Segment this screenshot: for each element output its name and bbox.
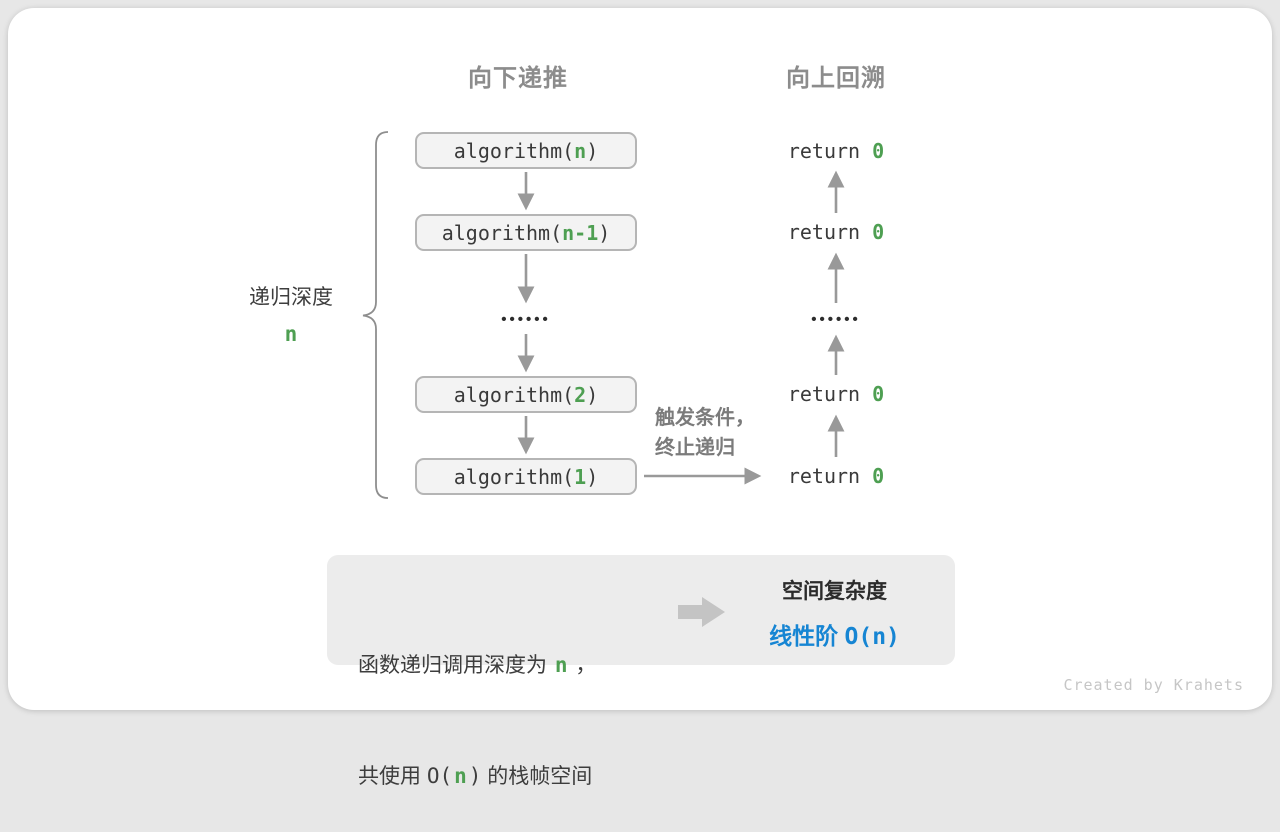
code-text: algorithm(: [441, 220, 563, 245]
code-text: return: [787, 464, 873, 488]
return-value: 0: [872, 220, 885, 244]
call-box-n: algorithm(n): [415, 132, 637, 169]
return-value: 0: [872, 139, 885, 163]
code-text: return: [787, 139, 873, 163]
header-recurse-down: 向下递推: [468, 65, 568, 92]
ellipsis-left: ••••••: [501, 311, 551, 328]
credit-text: Created by Krahets: [1063, 676, 1244, 694]
code-arg: 2: [574, 382, 587, 407]
summary-arg: n: [454, 764, 467, 788]
call-box-n-1: algorithm(n-1): [415, 214, 637, 251]
code-text: return: [787, 382, 873, 406]
header-backtrack-up: 向上回溯: [786, 65, 886, 92]
summary-code: ): [468, 764, 482, 788]
return-line: return 0: [746, 464, 926, 488]
implies-arrow-icon: [678, 597, 725, 627]
call-box-1: algorithm(1): [415, 458, 637, 495]
depth-label: 递归深度 n: [216, 283, 366, 349]
summary-line1: 函数递归调用深度为 n ，: [358, 647, 596, 684]
depth-value: n: [284, 322, 298, 346]
summary-line2: 共使用 O(n) 的栈帧空间: [358, 758, 596, 795]
complexity-result: 空间复杂度 线性阶 O(n): [732, 575, 937, 651]
code-text: algorithm(: [453, 464, 575, 489]
depth-label-text: 递归深度: [249, 286, 333, 309]
return-value: 0: [872, 382, 885, 406]
code-text: return: [787, 220, 873, 244]
return-line: return 0: [746, 382, 926, 406]
return-line: return 0: [746, 220, 926, 244]
code-text: ): [586, 464, 599, 489]
return-value: 0: [872, 464, 885, 488]
terminate-note-line1: 触发条件，: [655, 407, 755, 429]
code-text: algorithm(: [453, 382, 575, 407]
ellipsis-right: ••••••: [811, 311, 861, 328]
summary-text: 函数递归调用深度为 n ， 共使用 O(n) 的栈帧空间: [358, 573, 596, 832]
terminate-note-line2: 终止递归: [655, 437, 735, 459]
code-text: ): [598, 220, 611, 245]
summary-panel: [327, 555, 955, 665]
terminate-note: 触发条件， 终止递归: [655, 403, 795, 463]
summary-zh: 的栈帧空间: [481, 765, 593, 788]
summary-zh: 函数递归调用深度为: [358, 654, 553, 677]
code-arg: n-1: [562, 220, 599, 245]
complexity-zh: 线性阶: [769, 623, 845, 649]
complexity-title: 空间复杂度: [782, 580, 887, 603]
call-box-2: algorithm(2): [415, 376, 637, 413]
summary-arg: n: [554, 653, 568, 677]
code-text: ): [586, 138, 599, 163]
return-line: return 0: [746, 139, 926, 163]
summary-zh: ，: [569, 654, 597, 677]
code-text: ): [586, 382, 599, 407]
code-arg: 1: [574, 464, 587, 489]
summary-code: O(: [426, 764, 453, 788]
summary-zh: 共使用: [358, 765, 427, 788]
complexity-value: 线性阶 O(n): [732, 617, 937, 651]
complexity-code: O(n): [844, 624, 900, 650]
code-text: algorithm(: [453, 138, 575, 163]
code-arg: n: [574, 138, 587, 163]
